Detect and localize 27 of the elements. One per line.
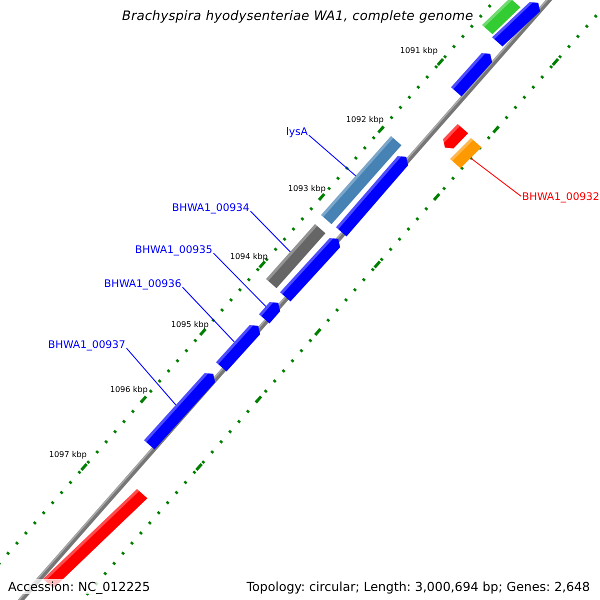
scale-label: 1093 kbp [288, 183, 326, 194]
gene-feature-bar [492, 2, 540, 47]
gene-label: BHWA1_00935 [135, 244, 212, 257]
gene-label: BHWA1_00934 [172, 202, 250, 215]
genome-info-text: Topology: circular; Length: 3,000,694 bp; Genes: 2,648 [246, 579, 590, 594]
scale-label: 1092 kbp [346, 114, 384, 125]
gene-feature-bar [266, 224, 326, 289]
leader-line [308, 134, 356, 176]
leader-line [182, 286, 235, 342]
gene-label: BHWA1_00936 [104, 278, 182, 291]
scale-label: 1091 kbp [400, 45, 438, 56]
scale-label: 1095 kbp [171, 319, 209, 330]
scale-label: 1094 kbp [230, 251, 268, 262]
leader-line [250, 210, 291, 252]
scale-label: 1097 kbp [49, 449, 87, 460]
gene-feature-bar [482, 0, 520, 35]
title: Brachyspira hyodysenteriae WA1, complete genome [122, 9, 474, 24]
gene-feature-bar [443, 124, 468, 149]
gene-feature-bar [450, 138, 482, 169]
leader-line [470, 158, 522, 197]
leader-line [126, 348, 176, 406]
gene-label: BHWA1_00937 [48, 339, 126, 352]
leader-line [212, 252, 266, 307]
accession-text: Accession: NC_012225 [8, 579, 150, 594]
scale-label: 1096 kbp [110, 384, 148, 395]
gene-label: lysA [286, 126, 308, 139]
gene-label: BHWA1_00932 [522, 191, 600, 204]
